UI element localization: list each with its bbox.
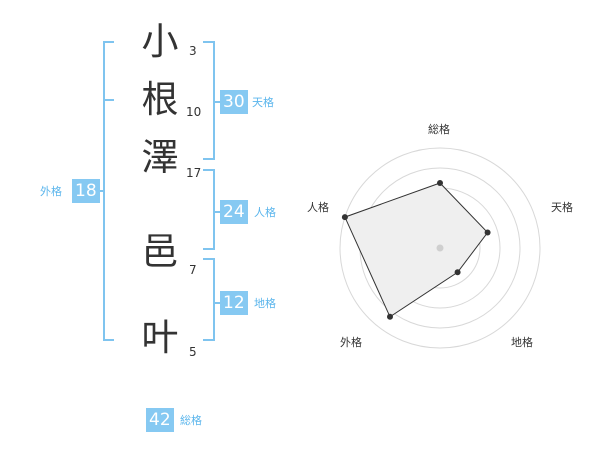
stroke-count-4: 7 bbox=[189, 263, 197, 277]
radar-points bbox=[341, 180, 491, 320]
stroke-count-1: 3 bbox=[189, 44, 197, 58]
radar-point-tenkaku bbox=[484, 229, 491, 236]
name-char-3: 澤 bbox=[141, 136, 179, 179]
radar-axis-chikaku-label: 地格 bbox=[511, 336, 533, 349]
chikaku-value: 12 bbox=[220, 291, 248, 315]
tenkaku-label: 天格 bbox=[252, 96, 274, 109]
stroke-count-5: 5 bbox=[189, 345, 197, 359]
radar-point-jinkaku bbox=[341, 214, 348, 221]
gaikaku-label: 外格 bbox=[40, 185, 62, 198]
name-char-2: 根 bbox=[141, 78, 179, 121]
radar-center-dot bbox=[436, 244, 444, 252]
stroke-count-2: 10 bbox=[186, 105, 202, 119]
name-char-1: 小 bbox=[141, 20, 179, 63]
radar-point-soukaku bbox=[437, 180, 443, 186]
jinkaku-label: 人格 bbox=[254, 206, 276, 219]
stroke-count-3: 17 bbox=[186, 166, 202, 180]
tenkaku-bracket bbox=[203, 41, 215, 160]
radar-point-gaikaku bbox=[387, 313, 393, 320]
soukaku-label: 総格 bbox=[180, 414, 202, 427]
name-char-4: 邑 bbox=[141, 230, 179, 273]
jinkaku-value: 24 bbox=[220, 200, 248, 224]
chikaku-bracket bbox=[203, 258, 215, 341]
radar-axis-soukaku-label: 総格 bbox=[428, 123, 450, 136]
gaikaku-value: 18 bbox=[72, 179, 100, 203]
name-char-5: 叶 bbox=[141, 316, 179, 359]
radar-axis-tenkaku-label: 天格 bbox=[551, 201, 573, 214]
radar-ring-5 bbox=[339, 147, 541, 349]
radar-axis-gaikaku-label: 外格 bbox=[340, 336, 362, 349]
chikaku-label: 地格 bbox=[254, 297, 276, 310]
radar-axis-jinkaku-label: 人格 bbox=[307, 201, 329, 214]
radar-point-chikaku bbox=[454, 269, 461, 276]
tenkaku-value: 30 bbox=[220, 90, 248, 114]
soukaku-value: 42 bbox=[146, 408, 174, 432]
jinkaku-bracket bbox=[203, 169, 215, 250]
radar-polygon bbox=[344, 182, 489, 318]
